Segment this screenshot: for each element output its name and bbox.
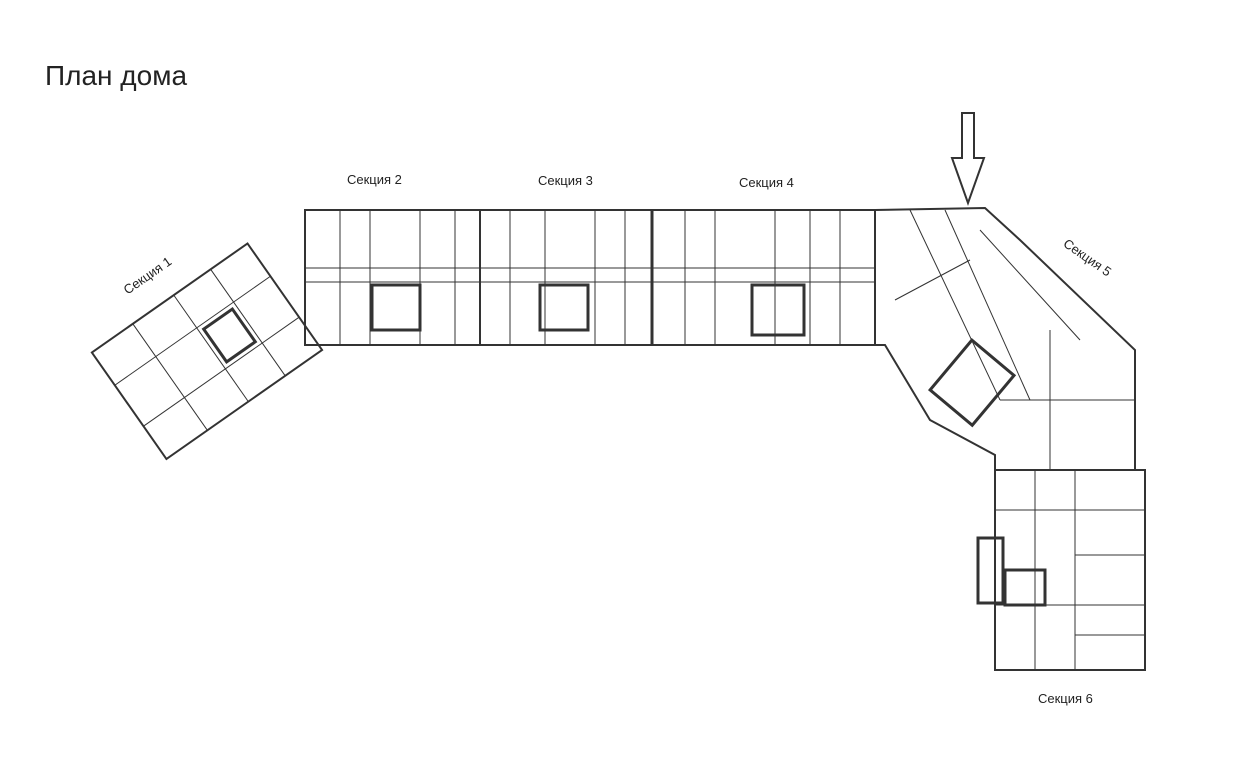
- section-5-plan: [874, 206, 1136, 471]
- down-arrow-icon: [950, 112, 986, 206]
- section-4-label: Секция 4: [739, 175, 794, 190]
- section-1-plan: [90, 242, 324, 461]
- page-title: План дома: [45, 60, 188, 91]
- section-6-label: Секция 6: [1038, 691, 1093, 706]
- section-6-plan: [976, 469, 1146, 671]
- section-2-label: Секция 2: [347, 172, 402, 187]
- section-3-label: Секция 3: [538, 173, 593, 188]
- sections-2-4-plan: [304, 209, 876, 346]
